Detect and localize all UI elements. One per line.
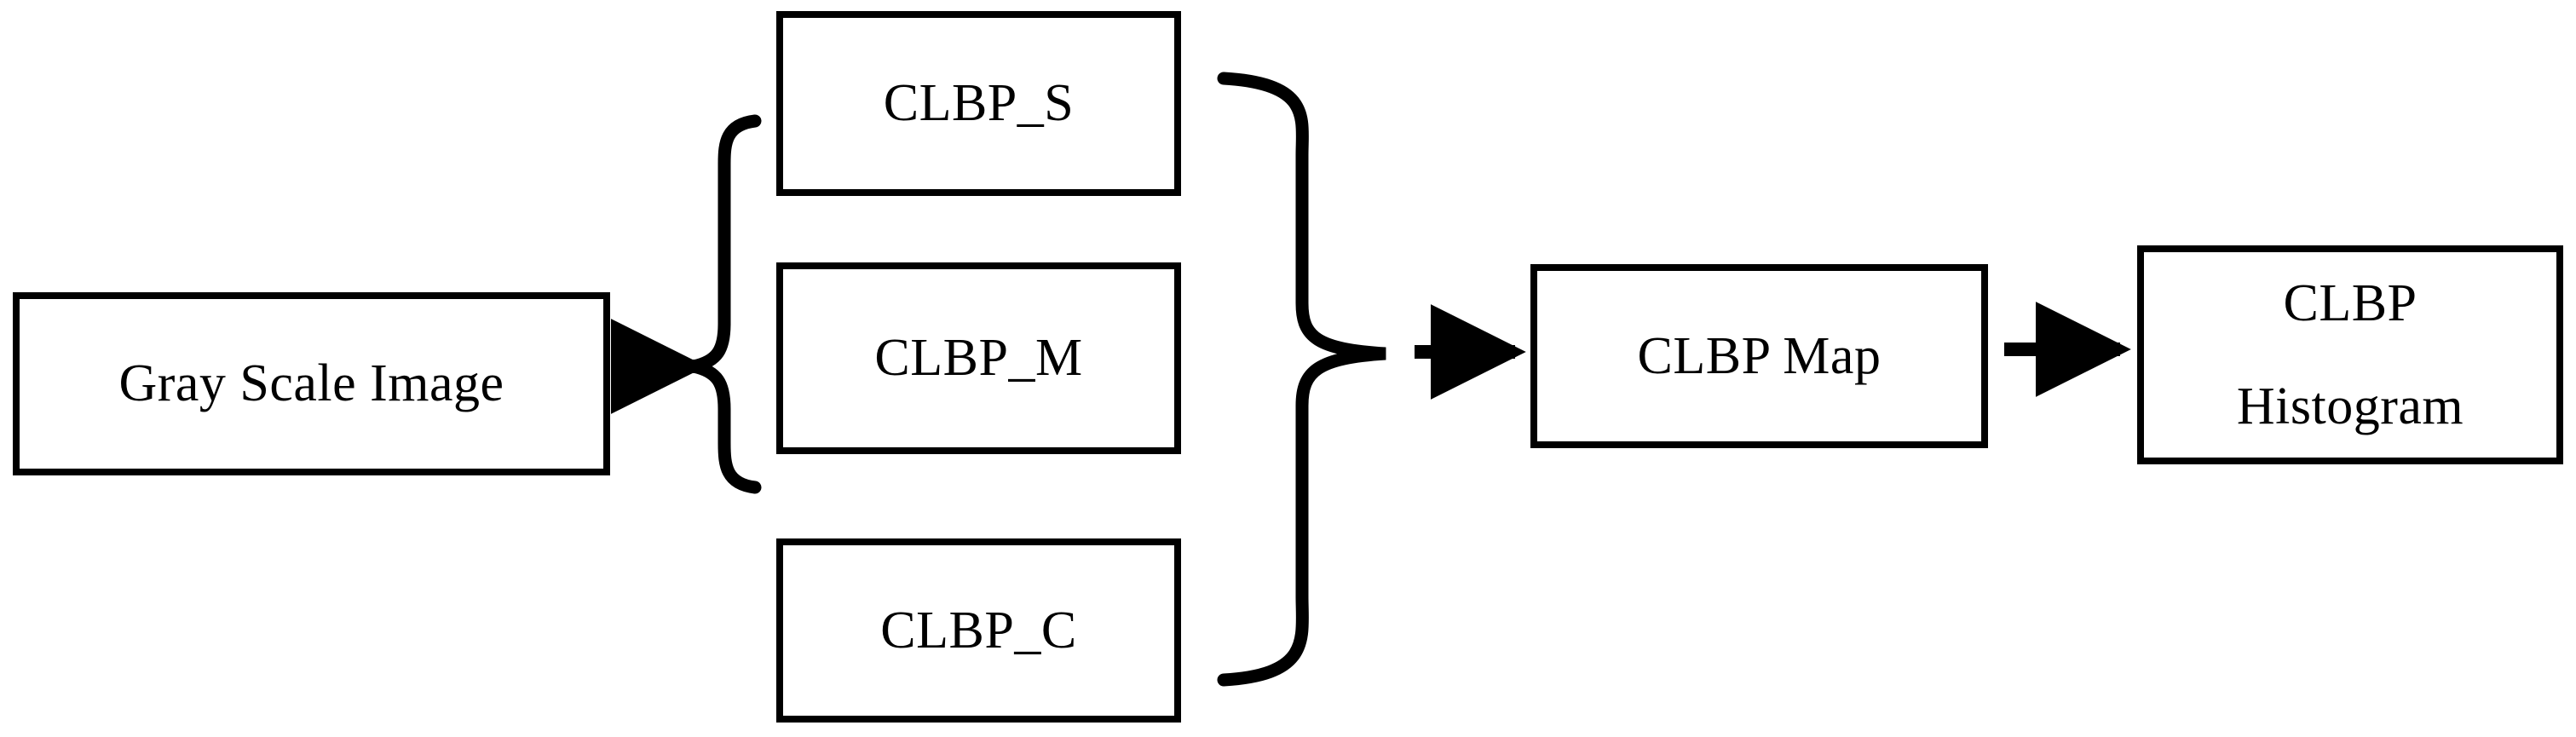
node-clbp-m-label: CLBP_M bbox=[874, 329, 1083, 388]
split-brace-icon bbox=[692, 114, 762, 494]
node-clbp-histogram-label: CLBP Histogram bbox=[2236, 273, 2464, 435]
node-clbp-c-label: CLBP_C bbox=[880, 601, 1077, 659]
node-clbp-map-label: CLBP Map bbox=[1637, 326, 1882, 385]
node-gray-scale-image-label: Gray Scale Image bbox=[118, 354, 504, 413]
node-clbp-histogram[interactable]: CLBP Histogram bbox=[2137, 245, 2563, 464]
node-clbp-s-label: CLBP_S bbox=[883, 74, 1075, 133]
node-clbp-m[interactable]: CLBP_M bbox=[776, 262, 1181, 454]
merge-brace-icon bbox=[1217, 72, 1386, 687]
node-gray-scale-image[interactable]: Gray Scale Image bbox=[13, 292, 610, 475]
node-clbp-map[interactable]: CLBP Map bbox=[1530, 264, 1988, 448]
node-clbp-c[interactable]: CLBP_C bbox=[776, 538, 1181, 723]
node-clbp-s[interactable]: CLBP_S bbox=[776, 11, 1181, 196]
